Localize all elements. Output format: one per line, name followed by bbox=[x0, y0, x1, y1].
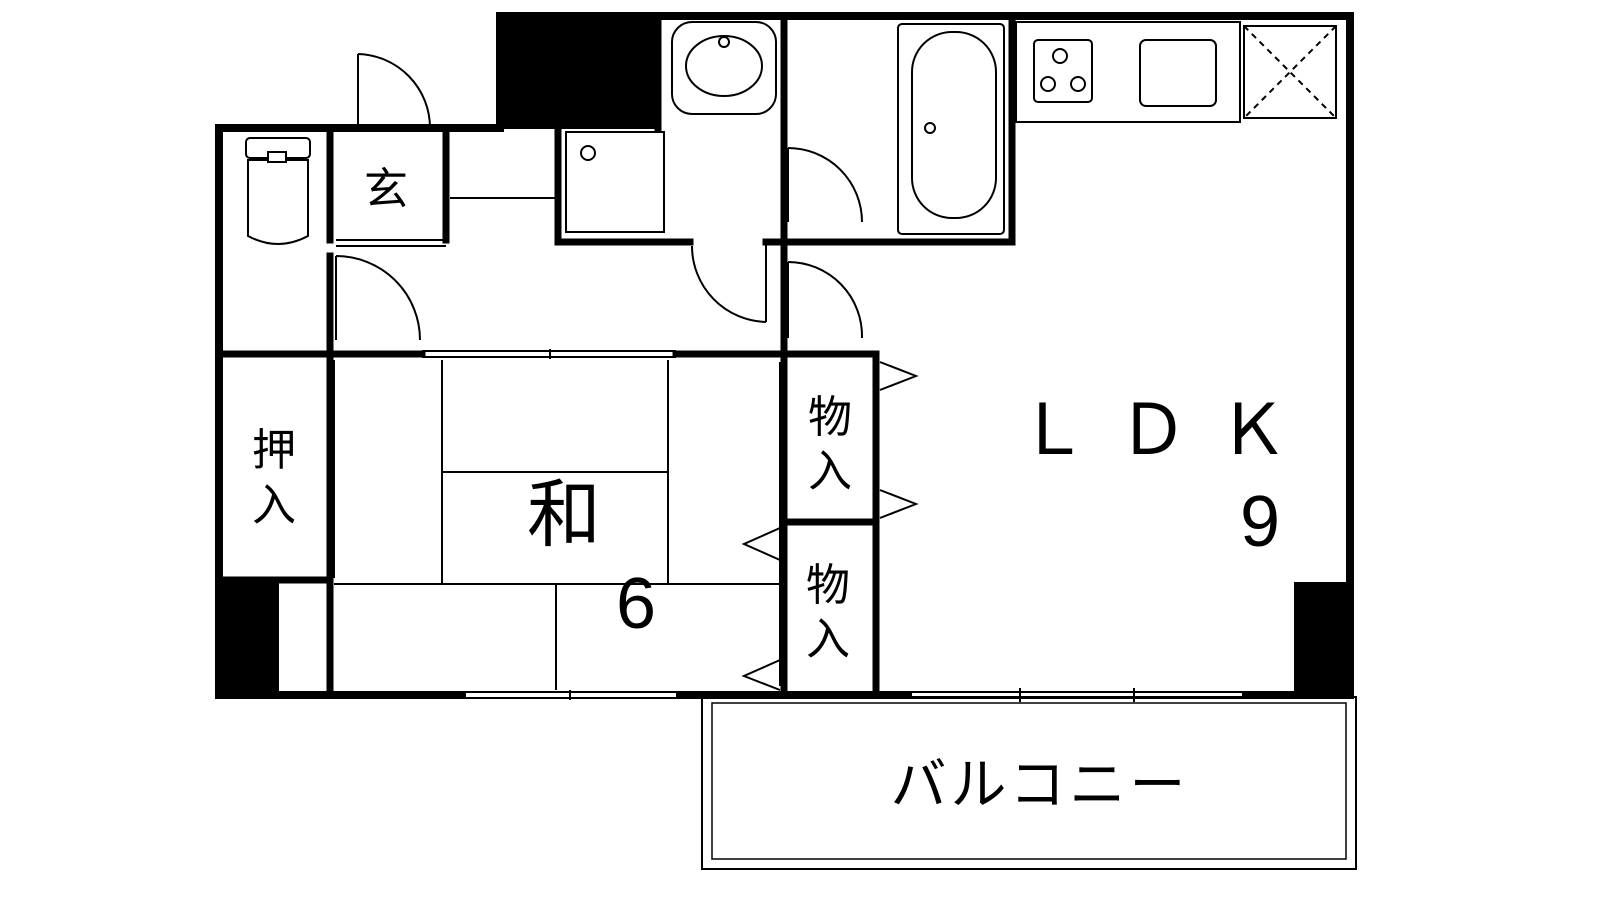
washing-machine-fixture bbox=[565, 131, 665, 233]
thin-lines bbox=[329, 197, 781, 686]
balcony-label: バルコニー bbox=[891, 753, 1190, 818]
bathtub-fixture bbox=[897, 23, 1005, 235]
kitchen-counter bbox=[1015, 21, 1241, 123]
tatami-lines bbox=[334, 360, 780, 690]
washitsu-label: 和 bbox=[527, 472, 601, 558]
ldk-label: ＬＤＫ bbox=[1018, 391, 1318, 469]
entrance-label: 玄 bbox=[364, 164, 408, 215]
storage-lower-label-top: 物 bbox=[806, 560, 850, 611]
storage-upper-label-bottom: 入 bbox=[808, 446, 852, 497]
structural-columns bbox=[219, 13, 1352, 695]
ldk-size: 9 bbox=[1240, 482, 1280, 562]
windows bbox=[462, 12, 1246, 702]
washbasin-fixture bbox=[671, 21, 777, 115]
fridge-space bbox=[1243, 25, 1337, 119]
doors bbox=[335, 53, 864, 341]
closet-label-top: 押 bbox=[252, 425, 296, 476]
closet-label-bottom: 入 bbox=[252, 480, 296, 531]
storage-upper-label-top: 物 bbox=[808, 392, 852, 443]
storage-lower-label-bottom: 入 bbox=[806, 614, 850, 665]
washitsu-size: 6 bbox=[616, 564, 656, 644]
exterior-walls bbox=[215, 12, 1354, 699]
toilet-fixture bbox=[245, 137, 311, 245]
storage-door-markers bbox=[741, 361, 919, 691]
